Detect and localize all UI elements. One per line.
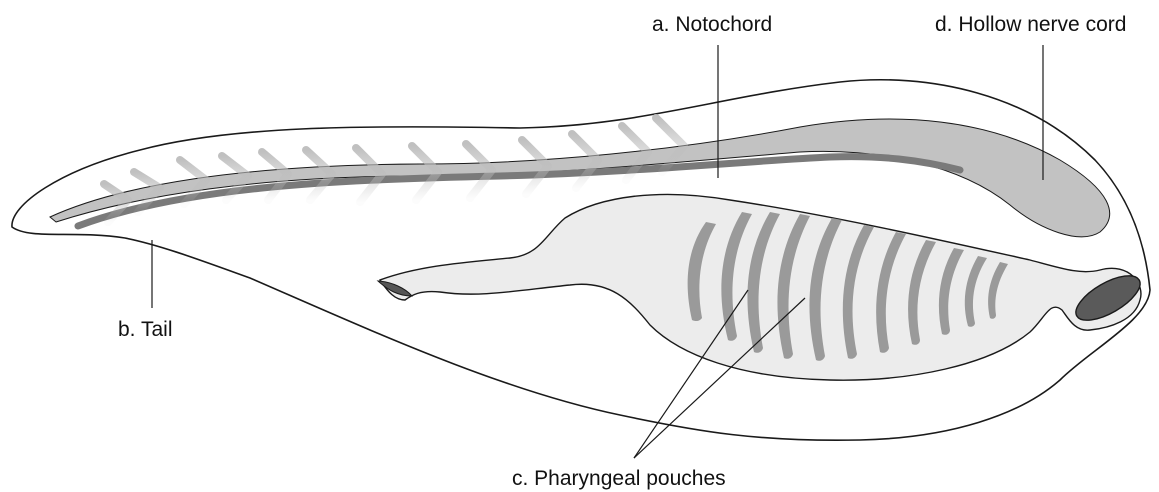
label-hollow-nerve-cord: d. Hollow nerve cord xyxy=(935,14,1126,35)
label-pharyngeal-pouches: c. Pharyngeal pouches xyxy=(512,468,726,489)
label-tail: b. Tail xyxy=(118,319,172,340)
label-notochord: a. Notochord xyxy=(652,14,772,35)
